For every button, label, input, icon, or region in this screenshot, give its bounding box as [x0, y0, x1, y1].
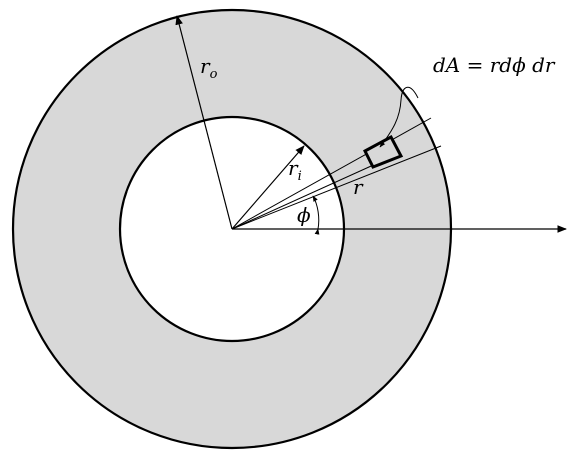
inner-radius-arrow [231, 145, 305, 230]
r-outer-label: ro [200, 54, 218, 82]
r-line [231, 161, 381, 230]
area-leader [379, 86, 419, 148]
outer-radius-arrow [175, 15, 233, 230]
r-inner-label: ri [288, 156, 302, 184]
r-label: r [353, 175, 364, 199]
sector-line-upper [231, 117, 432, 230]
sector-line-lower [231, 145, 442, 230]
phi-arc [312, 195, 320, 235]
phi-label: ϕ [297, 203, 311, 227]
area-element-equation: dA = rdϕ dr [433, 53, 556, 77]
